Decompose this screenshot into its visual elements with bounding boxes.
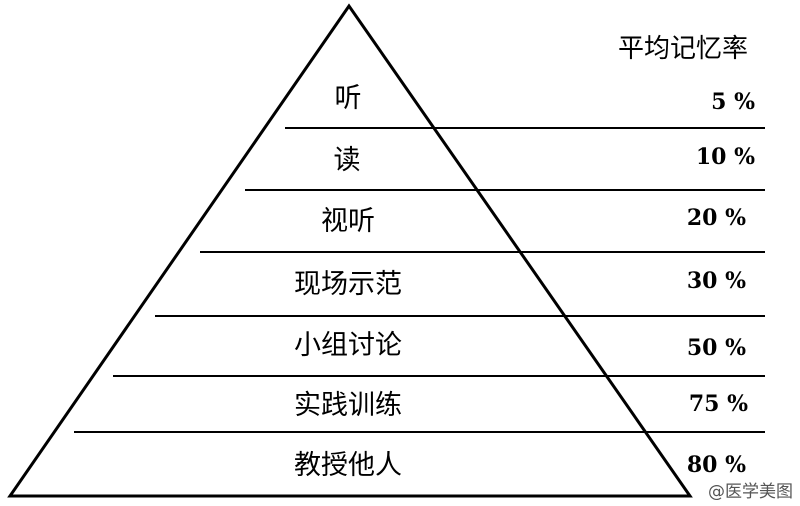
rate-teach-others: 80 % xyxy=(687,452,746,478)
level-label-teach-others: 教授他人 xyxy=(294,450,402,481)
level-label-listen: 听 xyxy=(335,83,362,114)
level-label-audiovisual: 视听 xyxy=(321,206,375,237)
rate-discussion: 50 % xyxy=(687,335,746,361)
rate-demonstration: 30 % xyxy=(687,268,746,294)
rate-read: 10 % xyxy=(696,144,755,170)
rate-header: 平均记忆率 xyxy=(618,34,748,64)
level-label-read: 读 xyxy=(334,145,361,176)
level-label-practice: 实践训练 xyxy=(294,390,402,421)
rate-audiovisual: 20 % xyxy=(687,205,746,231)
watermark: @医学美图 xyxy=(708,482,793,502)
rate-practice: 75 % xyxy=(689,391,748,417)
rate-listen: 5 % xyxy=(711,89,755,115)
level-label-discussion: 小组讨论 xyxy=(294,330,402,361)
level-label-demonstration: 现场示范 xyxy=(294,269,402,300)
